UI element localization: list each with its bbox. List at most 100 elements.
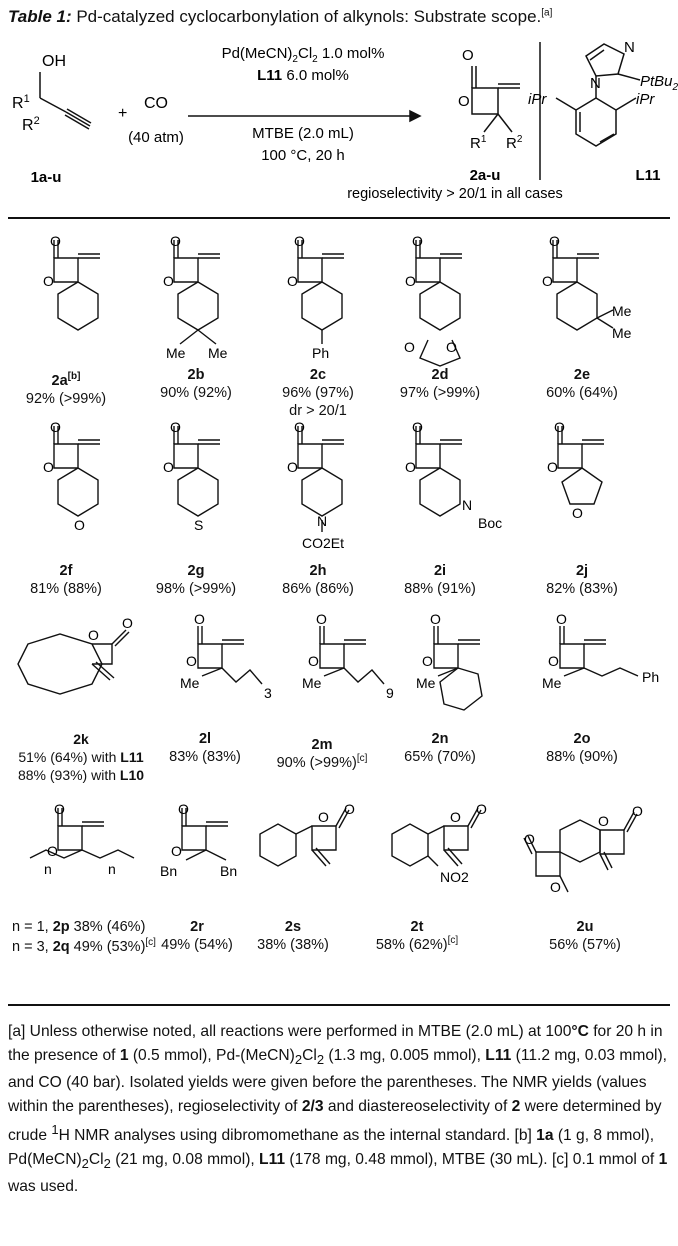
ligand-ipr-right: iPr	[636, 91, 655, 108]
table-caption: Table 1: Pd-catalyzed cyclocarbonylation…	[8, 6, 552, 28]
r3-2m-me: Me	[302, 675, 322, 691]
r3-2o-ring-o: O	[548, 653, 559, 669]
r4-2pq-o: O	[54, 801, 65, 817]
r2-2f-o: O	[50, 420, 61, 435]
r4-2r-o: O	[178, 801, 189, 817]
ligand-n-top: N	[624, 39, 635, 56]
r2-2h-ring-o: O	[287, 459, 298, 475]
r4-2s-o: O	[344, 801, 355, 817]
r2-2i-o: O	[412, 420, 423, 435]
r3-2n-ring-o: O	[422, 653, 433, 669]
r3-2o-me: Me	[542, 675, 562, 691]
scheme-cond2: L11 6.0 mol%	[257, 67, 349, 84]
r2-2i-het: N	[462, 497, 472, 513]
r3-2l-n: 3	[264, 685, 272, 701]
scheme-oh: OH	[42, 53, 66, 70]
r4-2pq-ring-o: O	[47, 843, 58, 859]
r3-2k-ring-o: O	[88, 627, 99, 643]
r3-2n-me: Me	[416, 675, 436, 691]
r2-2g-o: O	[170, 420, 181, 435]
r3-2m-n: 9	[386, 685, 394, 701]
scheme-cond4: 100 °C, 20 h	[261, 147, 345, 164]
table-footnotes: [a] Unless otherwise noted, all reaction…	[8, 1023, 668, 1196]
scheme-regio: regioselectivity > 20/1 in all cases	[347, 186, 563, 202]
r4-2pq-n2: n	[108, 861, 116, 877]
r1-2d-ketal-o2: O	[446, 339, 457, 355]
scheme-pressure: (40 atm)	[128, 129, 184, 146]
entry-2k: 2k 51% (64%) with L11 88% (93%) with L10	[17, 731, 145, 783]
r1-2e-me1: Me	[612, 303, 632, 319]
scheme-prod-r1: R1	[470, 134, 487, 152]
caption-note: [a]	[541, 7, 553, 19]
footer-rule	[8, 1004, 670, 1006]
r2-2g-ring-o: O	[163, 459, 174, 475]
r4-2u-o2: O	[524, 831, 535, 847]
scheme-sm-label: 1a-u	[31, 169, 62, 186]
scheme-r2: R2	[22, 115, 40, 134]
r1-2d-ring-o: O	[405, 273, 416, 289]
scheme-plus: +	[118, 105, 127, 122]
row4-structures: O O n n O O Bn Bn O O O O NO2 O O O O	[29, 801, 643, 895]
table-label: Table 1:	[8, 7, 72, 26]
r1-2a-ring-o: O	[43, 273, 54, 289]
r1-2e-o: O	[549, 234, 560, 249]
r2-2j-het: O	[572, 505, 583, 521]
entry-2p: n = 1, 2p 38% (46%)	[12, 919, 146, 935]
r2-2i-sub: Boc	[478, 515, 502, 531]
ligand-label: L11	[635, 167, 660, 184]
row1-structures: O O O O O O O O O O O O Me Me Ph Me Me	[43, 234, 632, 367]
r4-2s-ring-o: O	[318, 809, 329, 825]
r4-2pq-n1: n	[44, 861, 52, 877]
r2-2j-ring-o: O	[547, 459, 558, 475]
r3-2n-o: O	[430, 614, 441, 627]
r1-2e-ring-o: O	[542, 273, 553, 289]
r1-2d-o: O	[412, 234, 423, 249]
r3-2o-ph: Ph	[642, 669, 659, 685]
row2-structures: O O O O O S O O N CO2Et O O N Boc O O O	[43, 420, 604, 551]
ligand-ipr-left: iPr	[528, 91, 547, 108]
caption-text: Pd-catalyzed cyclocarbonylation of alkyn…	[71, 7, 542, 26]
r4-2t-o: O	[476, 801, 487, 817]
r2-2h-het: N	[317, 513, 327, 529]
r1-2e-me2: Me	[612, 325, 632, 341]
r2-2f-het: O	[74, 517, 85, 533]
entry-2a: 2a[b] 92% (>99%)	[25, 371, 107, 407]
r3-2l-me: Me	[180, 675, 200, 691]
ligand-n-aryl: N	[590, 75, 601, 92]
r3-2m-ring-o: O	[308, 653, 319, 669]
r4-2u-ring-o1: O	[598, 813, 609, 829]
scheme-prod-r2: R2	[506, 134, 523, 152]
r3-2l-ring-o: O	[186, 653, 197, 669]
row3-structures: O O O O Me 3 O O Me 9 O O Me O O Me Ph	[17, 614, 659, 711]
r1-2c-o: O	[294, 234, 305, 249]
r4-2t-ring-o: O	[450, 809, 461, 825]
scheme-carbonyl-o: O	[462, 47, 474, 64]
ligand-p: PtBu2	[640, 73, 678, 93]
scheme-cond3: MTBE (2.0 mL)	[252, 125, 354, 142]
r3-2l-o: O	[194, 614, 205, 627]
scheme-cond1: Pd(MeCN)2Cl2 1.0 mol%	[222, 45, 385, 65]
r4-2t-no2: NO2	[440, 869, 469, 885]
r4-2u-o1: O	[632, 803, 643, 819]
scheme-prod-label: 2a-u	[470, 167, 501, 184]
r2-2h-o: O	[294, 420, 305, 435]
r2-2f-ring-o: O	[43, 459, 54, 475]
r2-2h-sub: CO2Et	[302, 535, 344, 551]
scheme-ring-o: O	[458, 93, 470, 110]
